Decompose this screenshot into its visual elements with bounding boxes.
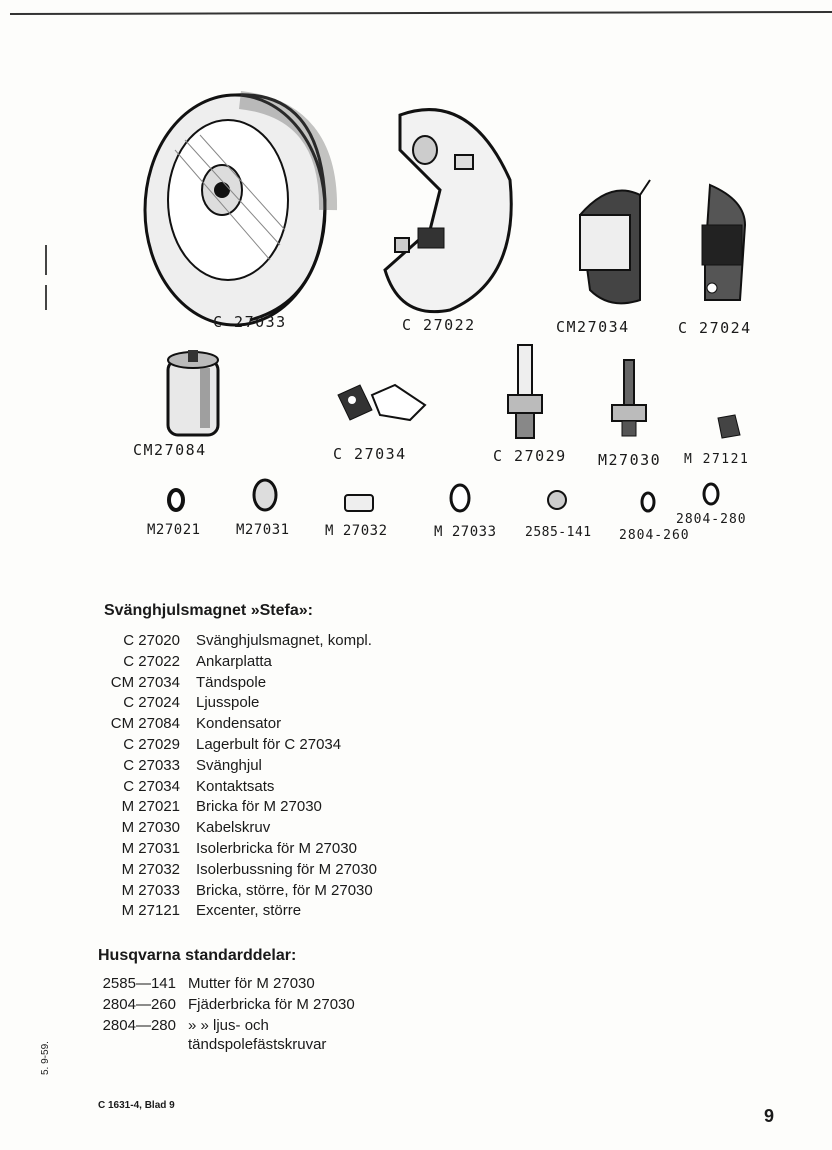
part-label: C 27029 xyxy=(493,447,567,465)
part-code: C 27022 xyxy=(123,652,180,670)
eccentric-drawing xyxy=(717,414,741,439)
part-code: CM 27034 xyxy=(110,673,180,691)
lighting-coil-drawing xyxy=(701,183,747,301)
part-code: C 27020 xyxy=(123,632,180,649)
part-description: Excenter, större xyxy=(196,902,302,920)
part-description: Tändspole xyxy=(196,673,267,691)
part-label: M 27033 xyxy=(434,524,497,540)
part-description: Mutter för M 27030 xyxy=(188,975,315,992)
part-description: Lagerbult för C 27034 xyxy=(196,736,342,753)
part-label: 2804-260 xyxy=(619,528,690,543)
washer-m27031-drawing xyxy=(252,478,278,512)
part-label: M 27032 xyxy=(325,523,388,539)
part-label: C 27034 xyxy=(333,445,407,463)
part-label: CM27034 xyxy=(556,318,630,336)
part-code: C 27033 xyxy=(123,756,180,774)
part-description: Bricka, större, för M 27030 xyxy=(196,881,373,899)
section-title-standard: Husqvarna standarddelar: xyxy=(98,947,297,964)
side-date: 5. 9-59. xyxy=(40,1041,51,1075)
part-label: C 27033 xyxy=(213,313,287,331)
part-label: M27031 xyxy=(236,522,290,538)
footer-ref: C 1631-4, Blad 9 xyxy=(98,1100,175,1111)
part-description: Fjäderbricka för M 27030 xyxy=(188,996,355,1013)
part-label: 2804-280 xyxy=(676,512,747,527)
part-description: Ankarplatta xyxy=(196,652,272,670)
parts-illustration xyxy=(9,11,832,513)
part-description: Ljusspole xyxy=(196,694,260,712)
part-code: M 27033 xyxy=(121,881,180,899)
bushing-m27032-drawing xyxy=(344,494,374,512)
flywheel-drawing xyxy=(143,91,338,327)
part-description: Isolerbussning för M 27030 xyxy=(196,860,377,878)
page-number: 9 xyxy=(764,1106,775,1126)
section-title-stefa: Svänghjulsmagnet »Stefa»: xyxy=(104,602,313,619)
continuation-text: tändspolefästskruvar xyxy=(188,1036,327,1053)
condenser-drawing xyxy=(166,350,220,437)
part-code: C 27024 xyxy=(123,694,180,712)
part-description: Svänghjul xyxy=(196,756,262,774)
part-description: Kontaktsats xyxy=(196,777,275,795)
part-code: M 27031 xyxy=(121,840,180,857)
part-label: M27021 xyxy=(147,522,201,538)
spring-washer-2804-260-drawing xyxy=(640,491,656,513)
bearing-bolt-drawing xyxy=(507,344,543,439)
armature-plate-drawing xyxy=(383,108,513,314)
washer-m27033-drawing xyxy=(449,483,471,513)
part-label: C 27022 xyxy=(402,316,476,334)
part-code: 2804—260 xyxy=(102,996,176,1013)
part-label: CM27084 xyxy=(133,441,207,459)
part-description: Bricka för M 27030 xyxy=(196,798,322,816)
contact-set-drawing xyxy=(337,383,427,422)
part-code: M 27021 xyxy=(121,798,180,816)
part-label: 2585-141 xyxy=(525,525,592,540)
part-code: M 27030 xyxy=(121,819,180,837)
spring-washer-2804-280-drawing xyxy=(702,482,720,506)
part-code: M 27121 xyxy=(121,902,180,920)
part-code: CM 27084 xyxy=(110,715,180,733)
part-description: Kabelskruv xyxy=(196,819,271,837)
part-label: C 27024 xyxy=(678,319,752,337)
part-description: » » ljus- och xyxy=(188,1017,269,1034)
cable-screw-drawing xyxy=(611,359,647,437)
part-code: C 27029 xyxy=(123,736,180,753)
part-code: C 27034 xyxy=(123,777,180,795)
washer-m27021-drawing xyxy=(167,488,185,512)
part-code: 2585—141 xyxy=(102,975,176,992)
part-label: M 27121 xyxy=(684,452,750,467)
part-code: M 27032 xyxy=(121,860,180,878)
part-description: Kondensator xyxy=(196,715,282,733)
nut-2585-141-drawing xyxy=(547,490,567,510)
part-description: Isolerbricka för M 27030 xyxy=(196,840,357,857)
part-code: 2804—280 xyxy=(102,1017,176,1034)
part-description: Svänghjulsmagnet, kompl. xyxy=(196,632,372,649)
part-label: M27030 xyxy=(598,451,662,469)
ignition-coil-drawing xyxy=(578,179,651,305)
